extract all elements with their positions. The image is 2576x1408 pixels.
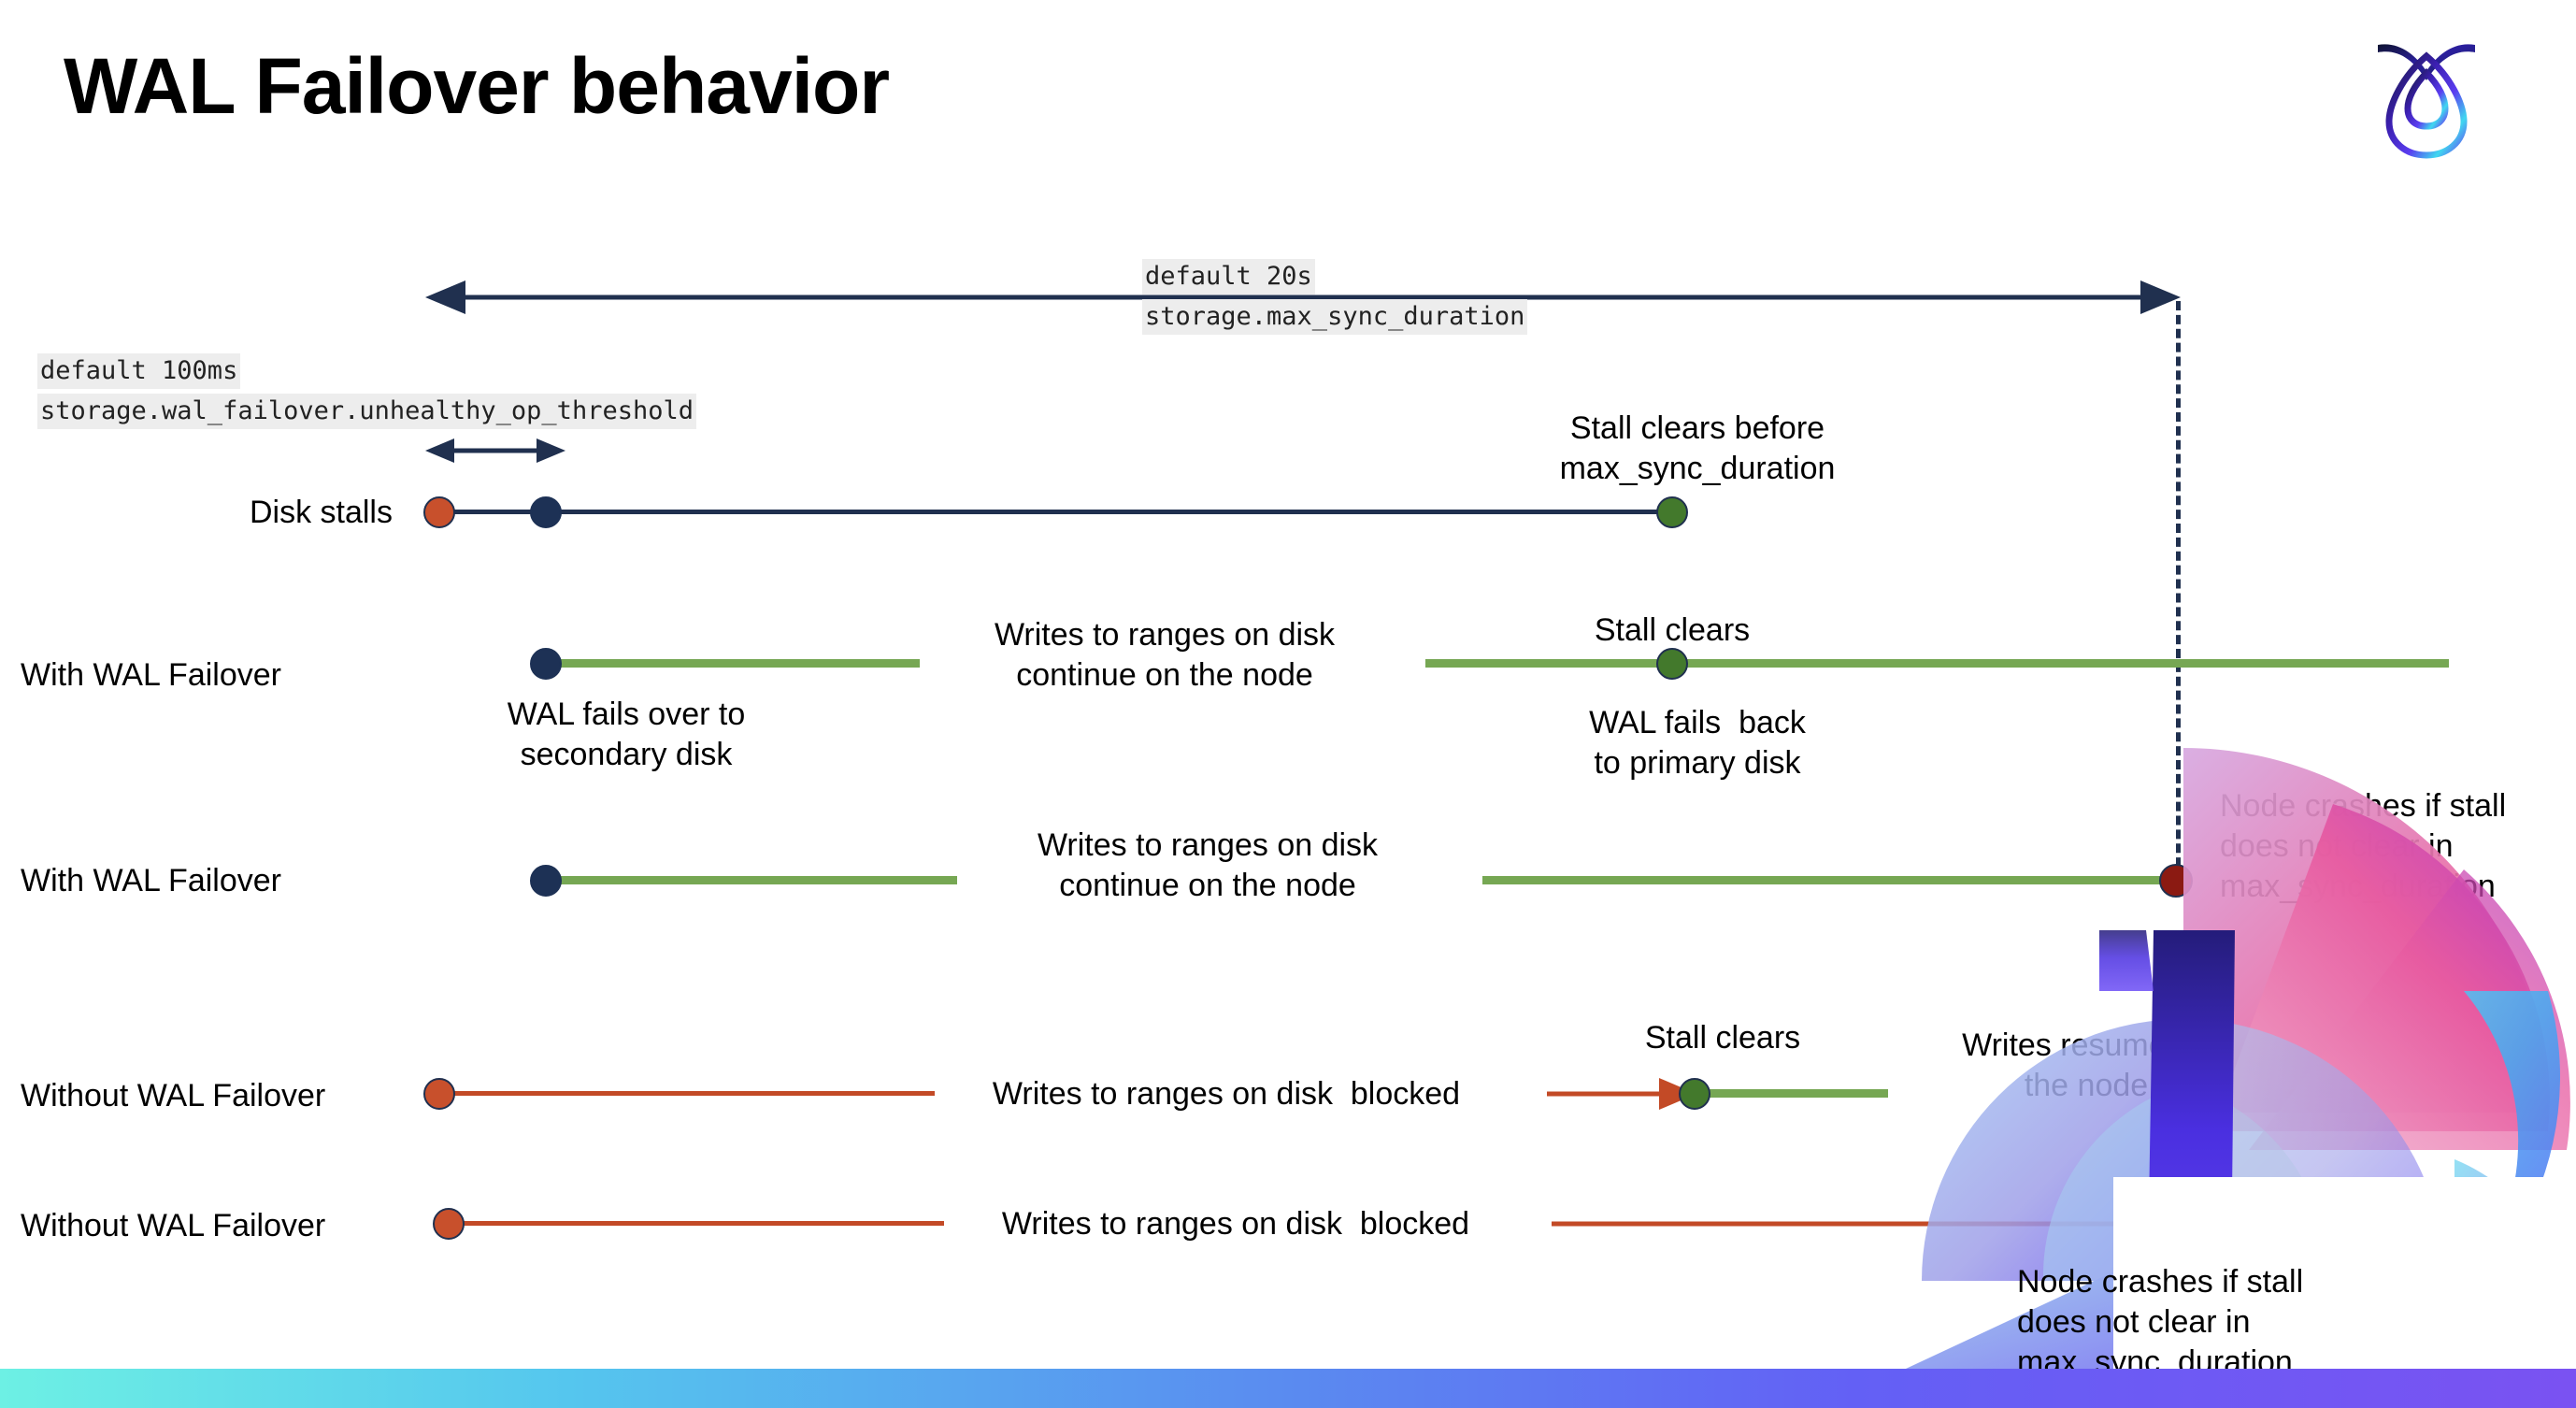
without-failover-1-green-right [1696, 1089, 1888, 1098]
unhealthy-setting-chip: storage.wal_failover.unhealthy_op_thresh… [37, 394, 696, 429]
without-failover-2-red-left [451, 1221, 944, 1226]
unhealthy-default-chip: default 100ms [37, 353, 241, 389]
wal-failover-trigger-dot [530, 496, 562, 528]
max-sync-default-chip: default 20s [1142, 259, 1315, 295]
row-label-disk-stalls: Disk stalls [249, 495, 393, 530]
with-failover-2-start-dot [530, 865, 562, 897]
max-sync-duration-guide-line [2176, 301, 2181, 881]
note-writes-continue-1: Writes to ranges on disk continue on the… [994, 617, 1336, 694]
note-wal-fails-back: WAL fails back to primary disk [1589, 705, 1806, 782]
with-failover-1-green-right [1425, 659, 2449, 668]
note-writes-blocked-2: Writes to ranges on disk blocked [1001, 1206, 1470, 1242]
with-failover-2-green-right [1482, 876, 2176, 884]
with-failover-1-start-dot [530, 648, 562, 680]
disk-stall-start-dot [423, 496, 455, 528]
disk-stalls-timeline [437, 510, 1671, 514]
note-stall-clears-1: Stall clears [1594, 612, 1751, 648]
without-failover-1-red-left [441, 1091, 935, 1096]
note-writes-continue-2: Writes to ranges on disk continue on the… [1037, 827, 1379, 904]
row-label-with-wal-failover-1: With WAL Failover [21, 657, 281, 693]
without-failover-1-start-dot [423, 1078, 455, 1110]
bottom-gradient-bar [0, 1369, 2576, 1408]
with-failover-2-green-left [546, 876, 957, 884]
note-stall-clears-2: Stall clears [1644, 1020, 1801, 1056]
without-failover-1-clear-dot [1679, 1078, 1710, 1110]
note-wal-fails-over: WAL fails over to secondary disk [507, 697, 746, 773]
row-label-without-wal-failover-2: Without WAL Failover [21, 1208, 326, 1243]
max-sync-setting-chip: storage.max_sync_duration [1142, 299, 1528, 335]
row-label-with-wal-failover-2: With WAL Failover [21, 863, 281, 898]
row-label-without-wal-failover-1: Without WAL Failover [21, 1078, 326, 1113]
without-failover-2-start-dot [433, 1208, 465, 1240]
note-stall-clears-before: Stall clears before max_sync_duration [1559, 410, 1836, 487]
note-node-crashes-2: Node crashes if stall does not clear in … [2017, 1264, 2304, 1381]
disk-stall-clear-dot [1656, 496, 1688, 528]
with-failover-1-clear-dot [1656, 648, 1688, 680]
note-backdrop [2113, 1177, 2576, 1369]
page-title: WAL Failover behavior [64, 42, 890, 130]
note-writes-blocked-1: Writes to ranges on disk blocked [992, 1076, 1461, 1112]
cockroachdb-logo-icon [2370, 28, 2483, 159]
with-failover-1-green-left [546, 659, 920, 668]
